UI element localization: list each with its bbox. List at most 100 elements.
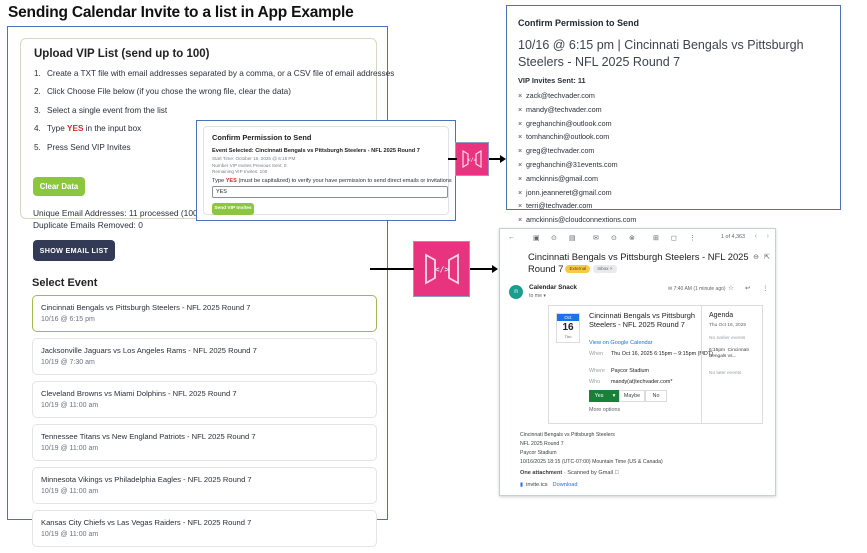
snooze-icon[interactable]: ⊙ [611, 235, 617, 242]
sent-email-item: ×amckinnis@cloudconnextions.com [518, 216, 636, 223]
email-address: tomhanchin@outlook.com [526, 132, 610, 142]
instruction-step: 3. Select a single event from the list [34, 106, 374, 116]
view-on-google-calendar-link[interactable]: View on Google Calendar [589, 340, 653, 346]
event-list-item[interactable]: Tennessee Titans vs New England Patriots… [32, 424, 377, 461]
event-item-time: 10/19 @ 11:00 am [41, 488, 99, 495]
email-address: jonn.jeanneret@gmail.com [526, 187, 612, 197]
event-item-name: Tennessee Titans vs New England Patriots… [41, 432, 256, 441]
sent-email-item: ×zack@techvader.com [518, 92, 636, 99]
remove-email-icon[interactable]: × [518, 173, 523, 183]
message-more-icon[interactable]: ⋮ [762, 285, 769, 292]
step-text: Select a single event from the list [47, 105, 168, 115]
event-list-item[interactable]: Kansas City Chiefs vs Las Vegas Raiders … [32, 510, 377, 547]
show-email-list-button[interactable]: SHOW EMAIL LIST [33, 240, 115, 261]
rsvp-yes-button[interactable]: Yes [589, 390, 609, 402]
reply-icon[interactable]: ↩ [745, 285, 751, 292]
remove-email-icon[interactable]: × [518, 159, 523, 169]
more-options-link[interactable]: More options [589, 407, 621, 413]
code-window-glyph: </> [424, 253, 459, 285]
rsvp-caret-button[interactable]: ▾ [609, 390, 619, 402]
email-timestamp: ✉ 7:40 AM (1 minute ago) [668, 286, 726, 292]
confirm-permission-dialog: Confirm Permission to Send Event Selecte… [196, 120, 456, 221]
instruction-step: 1.Create a TXT file with email addresses… [34, 69, 394, 79]
app-screenshot-panel: Upload VIP List (send up to 100) 1.Creat… [7, 26, 456, 547]
who-label: Who [589, 379, 601, 385]
step-text: Create a TXT file with email addresses s… [47, 69, 395, 78]
email-address: amckinnis@cloudconnextions.com [526, 215, 637, 225]
sent-email-item: ×amckinnis@gmail.com [518, 175, 636, 182]
remove-email-icon[interactable]: × [518, 146, 523, 156]
svg-text:</>: </> [434, 265, 449, 274]
delete-icon[interactable]: ▤ [569, 235, 576, 242]
event-item-time: 10/16 @ 6:15 pm [41, 316, 95, 323]
download-link[interactable]: Download [552, 482, 578, 488]
where-label: Where [589, 368, 605, 374]
report-spam-icon[interactable]: ⊙ [551, 235, 557, 242]
email-body-footer: Cincinnati Bengals vs Pittsburgh Steeler… [520, 431, 663, 467]
event-item-time: 10/19 @ 7:30 am [41, 359, 95, 366]
event-list-item[interactable]: Minnesota Vikings vs Philadelphia Eagles… [32, 467, 377, 504]
open-in-new-window-icon[interactable]: ⇱ [764, 254, 770, 261]
event-list-item[interactable]: Jacksonville Jaguars vs Los Angeles Rams… [32, 338, 377, 375]
step-number: 5. [34, 142, 41, 152]
event-item-name: Minnesota Vikings vs Philadelphia Eagles… [41, 475, 252, 484]
confirm-dialog-start-time: Start Time: October 16, 2025 @ 6:15 PM [212, 156, 296, 161]
email-subject-text: Cincinnati Bengals vs Pittsburgh Steeler… [528, 251, 749, 275]
rsvp-maybe-button[interactable]: Maybe [619, 390, 645, 402]
where-value: Paycor Stadium [611, 368, 650, 374]
attachment-row: ▮invite.ics Download [520, 482, 577, 488]
agenda-title: Agenda [709, 312, 734, 319]
labels-icon[interactable]: ◻ [671, 235, 677, 242]
step-number: 3. [34, 105, 41, 115]
confirm-yes-input[interactable] [212, 186, 448, 198]
when-label: When [589, 351, 604, 357]
star-icon[interactable]: ☆ [728, 285, 734, 292]
mark-unread-icon[interactable]: ✉ [593, 235, 599, 242]
remove-email-icon[interactable]: × [518, 132, 523, 142]
clear-data-button[interactable]: Clear Data [33, 177, 85, 196]
confirm-dialog-body: Confirm Permission to Send Event Selecte… [203, 126, 452, 215]
svg-text:</>: </> [467, 158, 476, 164]
event-list-item[interactable]: Cleveland Browns vs Miami Dolphins - NFL… [32, 381, 377, 418]
back-arrow-icon[interactable]: ← [508, 234, 515, 241]
remove-email-icon[interactable]: × [518, 91, 523, 100]
next-message-button[interactable]: › [766, 233, 769, 240]
print-icon[interactable]: ⊖ [753, 254, 759, 261]
unsubscribe-icon: ✉ [668, 286, 674, 292]
event-item-name: Cleveland Browns vs Miami Dolphins - NFL… [41, 389, 237, 398]
instruction-step: 4.Type YES in the input box [34, 124, 374, 134]
footer-line: 10/16/2025 18:15 (UTC-07:00) Mountain Ti… [520, 459, 663, 466]
remove-email-icon[interactable]: × [518, 201, 523, 211]
step-text: Press Send VIP Invites [47, 142, 131, 152]
remove-email-icon[interactable]: × [518, 215, 523, 225]
archive-icon[interactable]: ▣ [533, 235, 540, 242]
attachment-filename[interactable]: invite.ics [526, 482, 548, 488]
sender-name: Calendar Snack [529, 284, 577, 291]
gmail-screenshot-panel: ← ▣ ⊙ ▤ ✉ ⊙ ⊗ ⊞ ◻ ⋮ 1 of 4,363 ‹ › Cinci… [499, 228, 776, 496]
file-icon: ▮ [520, 482, 524, 488]
send-vip-invites-button[interactable]: Send VIP Invites [212, 203, 254, 215]
move-to-icon[interactable]: ⊞ [653, 235, 659, 242]
page-title: Sending Calendar Invite to a list in App… [8, 4, 354, 21]
sent-email-item: ×greg@techvader.com [518, 147, 636, 154]
recipient-line[interactable]: to me ▾ [529, 293, 547, 299]
add-task-icon[interactable]: ⊗ [629, 235, 635, 242]
sent-email-item: ×greghanchin@31events.com [518, 161, 636, 168]
remove-email-icon[interactable]: × [518, 104, 523, 114]
date-dayofweek: Thu [564, 334, 572, 339]
arrow-node1-to-result [489, 158, 501, 160]
inbox-label-badge[interactable]: Inbox × [593, 265, 617, 274]
date-month: Oct [557, 314, 579, 321]
code-window-icon: </> [413, 241, 470, 297]
remove-email-icon[interactable]: × [518, 118, 523, 128]
gmail-toolbar: ← ▣ ⊙ ▤ ✉ ⊙ ⊗ ⊞ ◻ ⋮ 1 of 4,363 ‹ › [500, 229, 775, 247]
remove-email-icon[interactable]: × [518, 187, 523, 197]
timestamp-text: 7:40 AM (1 minute ago) [673, 286, 726, 292]
prev-message-button[interactable]: ‹ [754, 233, 757, 240]
email-address: greghanchin@outlook.com [526, 118, 612, 128]
arrow-dialog-to-node1 [448, 158, 457, 160]
rsvp-no-button[interactable]: No [645, 390, 667, 402]
event-list-item[interactable]: Cincinnati Bengals vs Pittsburgh Steeler… [32, 295, 377, 332]
more-options-icon[interactable]: ⋮ [689, 235, 696, 242]
sent-email-item: ×mandy@techvader.com [518, 106, 636, 113]
